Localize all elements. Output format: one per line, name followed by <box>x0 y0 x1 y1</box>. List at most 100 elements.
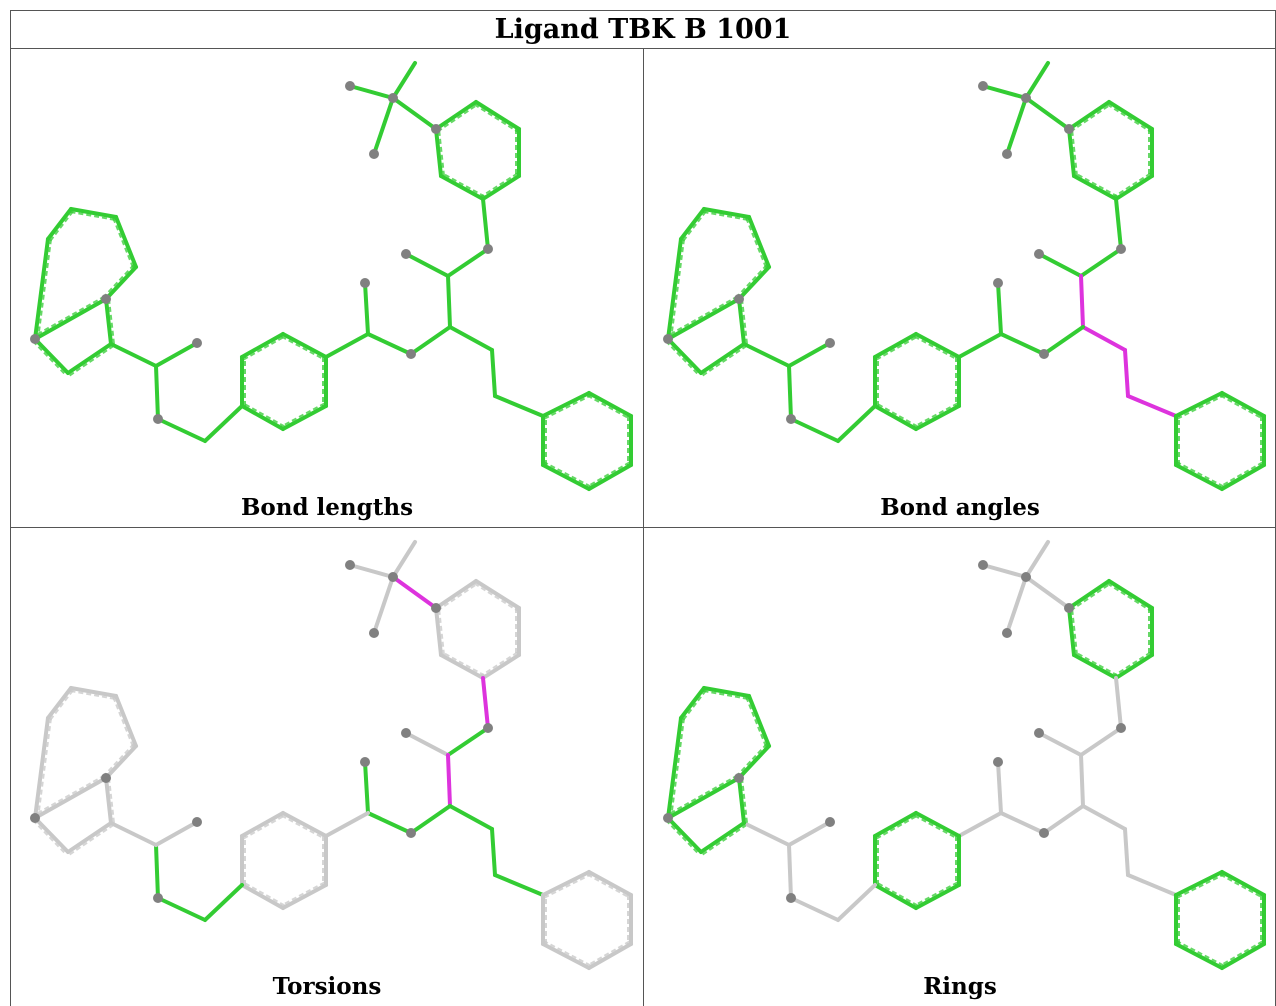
atom-tb <box>1021 572 1031 582</box>
bond-overlay-r1a-r1b <box>1070 103 1112 133</box>
atom-n1 <box>1039 828 1049 838</box>
bond-tb-r1a <box>391 96 438 131</box>
bond-overlay-i3-i5 <box>36 239 52 340</box>
bond-r2a-r2b <box>1174 870 1224 897</box>
bond-overlay-i4-i1 <box>702 345 747 377</box>
bond-overlay-i7-i8 <box>745 696 768 748</box>
bond-cx-me5 <box>363 760 370 815</box>
bond-i3-i5 <box>33 237 50 341</box>
bond-cb-n1 <box>409 804 452 835</box>
bond-r1f-r1a <box>1067 606 1076 657</box>
atom-n2 <box>153 414 163 424</box>
bond-i8-i2 <box>737 265 771 301</box>
panel-bond-lengths: Bond lengths <box>11 49 644 528</box>
atom-n1 <box>406 349 416 359</box>
panel-caption: Bond angles <box>880 494 1040 521</box>
table-title: Ligand TBK B 1001 <box>11 11 1275 49</box>
bond-ca-me4 <box>1037 252 1083 278</box>
atom-i2 <box>101 294 111 304</box>
bond-r2b-r2c <box>1220 391 1266 418</box>
bond-overlay-i2-i3 <box>666 295 739 338</box>
bond-cb-cc <box>448 325 494 352</box>
panel-caption: Bond lengths <box>240 494 414 521</box>
bond-i2-i3 <box>666 776 741 820</box>
bond-overlay-i3-i4 <box>32 340 67 376</box>
atom-me6 <box>192 817 202 827</box>
atom-tb <box>1021 93 1031 103</box>
bond-overlay-r3c-r3d <box>875 402 918 428</box>
atom-o1 <box>483 244 493 254</box>
atom-me2 <box>1002 149 1012 159</box>
bond-ca-cb <box>1079 274 1085 329</box>
panel-bond-angles: Bond angles <box>644 49 1276 528</box>
bond-r3e-r3f <box>873 811 918 838</box>
atom-tb <box>388 572 398 582</box>
bond-overlay-i2-i3 <box>666 774 739 817</box>
bond-r3d-ch2 <box>203 883 244 922</box>
bond-overlay-i5-i6 <box>49 210 75 242</box>
bond-tb-me3 <box>391 540 417 579</box>
bond-cy-i1 <box>742 821 791 847</box>
bond-r1e-r1f <box>439 653 485 680</box>
bond-r1e-o1 <box>1114 676 1123 730</box>
bond-overlay-r2a-r2b <box>543 873 591 899</box>
bond-r1b-r1c <box>474 579 521 610</box>
bond-overlay-r1e-r1f <box>1074 172 1118 198</box>
bond-r3c-r3d <box>240 883 285 910</box>
bond-r2e-r2f <box>541 463 591 491</box>
bond-ch2-n2 <box>156 417 207 443</box>
bond-cd-r2a <box>1126 873 1178 897</box>
molecule-diagram-torsions <box>30 540 633 970</box>
bond-i6-i7 <box>702 686 751 698</box>
bond-cy-i1 <box>109 342 158 368</box>
molecule-diagram-rings <box>663 540 1266 970</box>
bond-overlay-r1e-r1f <box>441 651 485 677</box>
bond-r1e-r1f <box>1072 174 1118 201</box>
atom-me1 <box>345 81 355 91</box>
bond-overlay-i3-i5 <box>669 718 685 819</box>
bond-r1e-o1 <box>481 676 490 730</box>
bond-r2a-r2b <box>1174 391 1224 418</box>
bond-cx-r3a <box>324 811 370 838</box>
bond-tb-me2 <box>1005 575 1028 635</box>
bond-i8-i2 <box>104 744 138 780</box>
bond-overlay-i7-i8 <box>745 217 768 269</box>
atom-me6 <box>825 338 835 348</box>
bond-overlay-r1e-r1f <box>441 172 485 198</box>
bond-r3e-r3f <box>240 811 285 838</box>
bond-r3c-r3d <box>873 404 918 431</box>
bond-overlay-r3c-r3d <box>242 402 285 428</box>
bond-cx-me5 <box>996 760 1003 815</box>
atom-me4 <box>401 249 411 259</box>
atom-me1 <box>978 81 988 91</box>
bond-tb-me1 <box>981 563 1028 579</box>
atom-me6 <box>192 338 202 348</box>
bond-n2-cy <box>154 364 160 421</box>
bond-n1-cx <box>999 811 1046 835</box>
bond-overlay-r1b-r1c <box>1106 103 1151 133</box>
bond-cb-cc <box>1081 325 1127 352</box>
bond-overlay-r1d-r1e <box>480 172 518 198</box>
bond-overlay-r2e-r2f <box>543 940 591 967</box>
bond-tb-me3 <box>1024 540 1050 579</box>
bond-overlay-i4-i1 <box>69 345 114 377</box>
atom-i3 <box>663 334 673 344</box>
bond-i4-i1 <box>699 342 746 375</box>
bond-r3f-r3a <box>281 811 328 838</box>
bond-r1e-o1 <box>481 197 490 251</box>
bond-overlay-r3b-r3c <box>281 881 326 907</box>
atom-o1 <box>1116 723 1126 733</box>
bond-cd-r2a <box>1126 394 1178 418</box>
bond-tb-me3 <box>391 61 417 100</box>
bond-i4-i1 <box>66 821 113 854</box>
bond-r2d-r2e <box>587 942 633 970</box>
bond-cx-me5 <box>996 281 1003 336</box>
bond-i7-i8 <box>114 694 138 748</box>
bond-cy-me6 <box>154 341 199 368</box>
bond-overlay-r3f-r3a <box>914 335 959 361</box>
bond-i2-i3 <box>666 297 741 341</box>
bond-overlay-i4-i1 <box>69 824 114 856</box>
bond-r3d-ch2 <box>203 404 244 443</box>
bond-r1d-r1e <box>481 653 521 680</box>
bond-i5-i6 <box>46 207 73 241</box>
